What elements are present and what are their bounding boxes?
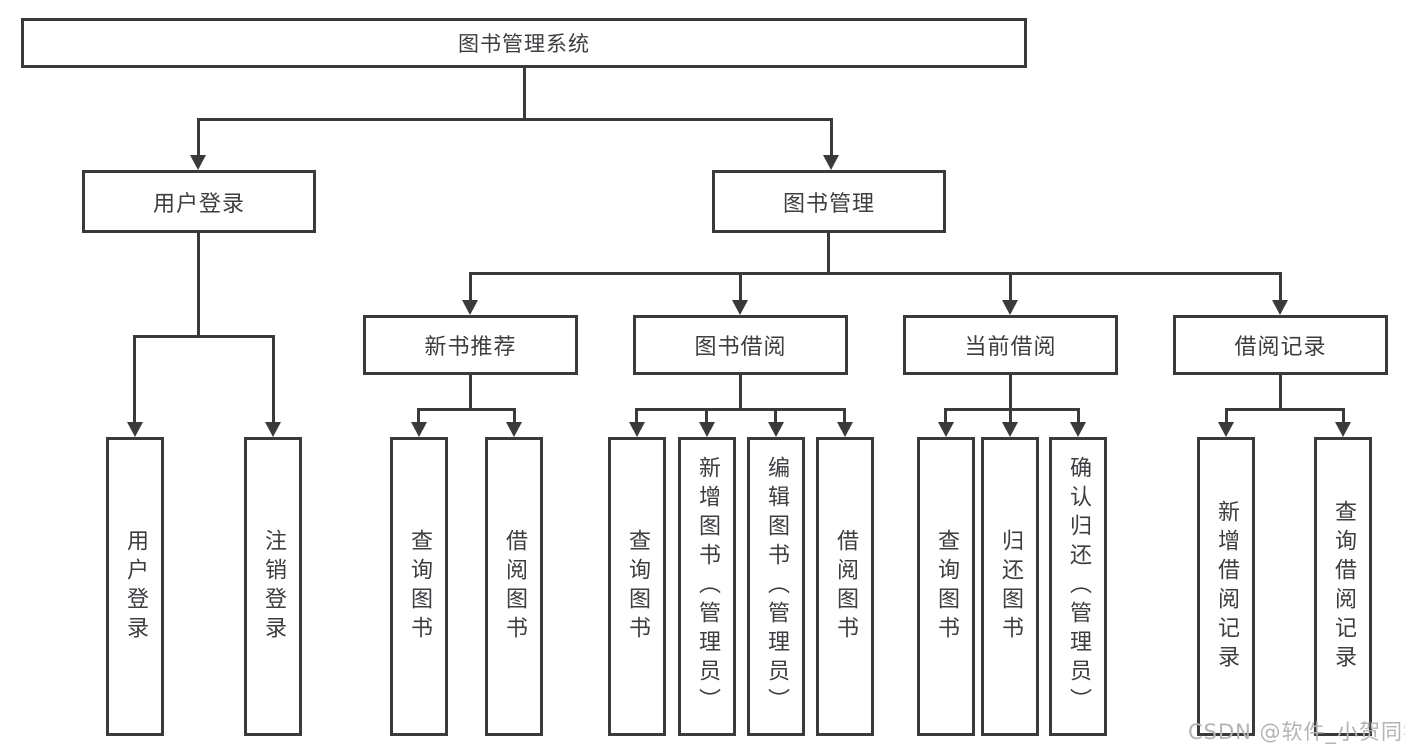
node-leaf-edit-books-admin: 编辑图书（管理员） — [747, 437, 805, 736]
arrow-down-icon — [732, 300, 748, 315]
connector-segment — [635, 408, 638, 423]
arrow-down-icon — [1070, 422, 1086, 437]
arrow-down-icon — [1272, 300, 1288, 315]
arrow-down-icon — [506, 422, 522, 437]
node-current-borrow: 当前借阅 — [903, 315, 1118, 375]
connector-segment — [197, 233, 200, 335]
arrow-down-icon — [768, 422, 784, 437]
node-leaf-add-borrow-record: 新增借阅记录 — [1197, 437, 1255, 736]
node-leaf-query-books-recommend: 查询图书 — [390, 437, 448, 736]
connector-segment — [197, 118, 833, 121]
connector-segment — [1342, 408, 1345, 423]
connector-segment — [739, 375, 742, 408]
connector-segment — [1009, 375, 1012, 408]
node-leaf-logout: 注销登录 — [244, 437, 302, 736]
connector-segment — [1009, 408, 1012, 423]
connector-segment — [843, 408, 846, 423]
connector-segment — [272, 335, 275, 423]
connector-segment — [830, 118, 833, 156]
connector-segment — [523, 68, 526, 118]
node-leaf-return-books: 归还图书 — [981, 437, 1039, 736]
node-leaf-confirm-return-admin: 确认归还（管理员） — [1049, 437, 1107, 736]
arrow-down-icon — [1002, 422, 1018, 437]
connector-segment — [944, 408, 947, 423]
node-leaf-query-books-borrow: 查询图书 — [608, 437, 666, 736]
node-user-login: 用户登录 — [82, 170, 316, 233]
node-leaf-user-login: 用户登录 — [106, 437, 164, 736]
node-book-management: 图书管理 — [712, 170, 946, 233]
connector-segment — [1009, 272, 1012, 301]
connector-segment — [133, 335, 275, 338]
node-book-borrow: 图书借阅 — [633, 315, 848, 375]
arrow-down-icon — [265, 422, 281, 437]
node-leaf-query-books-current: 查询图书 — [917, 437, 975, 736]
arrow-down-icon — [699, 422, 715, 437]
arrow-down-icon — [837, 422, 853, 437]
node-borrow-records: 借阅记录 — [1173, 315, 1388, 375]
connector-segment — [827, 233, 830, 272]
arrow-down-icon — [1002, 300, 1018, 315]
connector-segment — [469, 375, 472, 408]
node-leaf-add-books-admin: 新增图书（管理员） — [678, 437, 736, 736]
node-leaf-borrow-books-recommend: 借阅图书 — [485, 437, 543, 736]
arrow-down-icon — [1335, 422, 1351, 437]
node-root-library-system: 图书管理系统 — [21, 18, 1027, 68]
connector-segment — [705, 408, 708, 423]
arrow-down-icon — [190, 155, 206, 170]
connector-segment — [635, 408, 846, 411]
arrow-down-icon — [938, 422, 954, 437]
node-leaf-borrow-books: 借阅图书 — [816, 437, 874, 736]
connector-segment — [133, 335, 136, 423]
connector-segment — [739, 272, 742, 301]
arrow-down-icon — [629, 422, 645, 437]
connector-segment — [197, 118, 200, 156]
connector-segment — [1225, 408, 1228, 423]
connector-segment — [513, 408, 516, 423]
arrow-down-icon — [127, 422, 143, 437]
connector-segment — [944, 408, 1080, 411]
connector-segment — [417, 408, 420, 423]
connector-segment — [1279, 272, 1282, 301]
connector-segment — [469, 272, 472, 301]
arrow-down-icon — [823, 155, 839, 170]
node-new-book-recommend: 新书推荐 — [363, 315, 578, 375]
arrow-down-icon — [462, 300, 478, 315]
connector-segment — [1279, 375, 1282, 408]
arrow-down-icon — [411, 422, 427, 437]
connector-segment — [1225, 408, 1345, 411]
connector-segment — [1077, 408, 1080, 423]
connector-segment — [417, 408, 516, 411]
arrow-down-icon — [1218, 422, 1234, 437]
connector-segment — [774, 408, 777, 423]
node-leaf-query-borrow-record: 查询借阅记录 — [1314, 437, 1372, 736]
connector-segment — [469, 272, 1282, 275]
csdn-watermark: CSDN @软件_小贺同学 — [1188, 720, 1405, 744]
